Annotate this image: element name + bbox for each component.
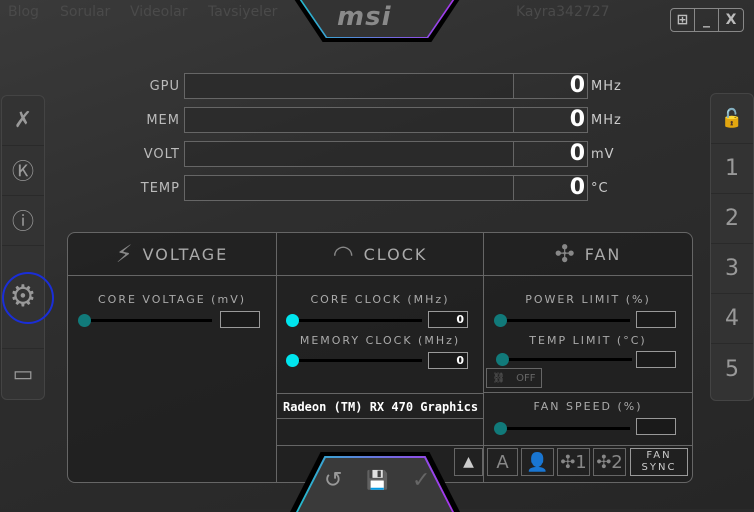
apply-button[interactable]: ✓	[412, 468, 431, 493]
fan-section: ✣ FAN POWER LIMIT (%) TEMP LIMIT (°C) ⛓ OF…	[484, 233, 692, 482]
minimize-button[interactable]: _	[695, 9, 719, 31]
slider-knob[interactable]	[286, 314, 299, 327]
voltage-section: ⚡ VOLTAGE CORE VOLTAGE (mV)	[68, 233, 277, 482]
msi-logo: msi	[337, 2, 392, 32]
divider	[277, 445, 483, 446]
temp-limit-slider[interactable]	[496, 353, 632, 366]
monitor-icon[interactable]: ▭	[12, 361, 34, 387]
profile-4-button[interactable]: 4	[711, 294, 753, 344]
monitor-value: 0	[514, 141, 588, 167]
fan-speed-label: FAN SPEED (%)	[533, 400, 643, 413]
profile-1-button[interactable]: 1	[711, 144, 753, 194]
slider-knob[interactable]	[286, 354, 299, 367]
clock-header: ◠ CLOCK	[277, 233, 483, 276]
bg-text: Videolar	[130, 4, 188, 20]
slider-knob[interactable]	[496, 353, 509, 366]
monitor-bar	[184, 175, 514, 201]
slider-knob[interactable]	[78, 314, 91, 327]
oc-scanner-icon[interactable]: ✗	[2, 96, 44, 146]
link-state: OFF	[516, 372, 536, 384]
bottom-frame-inner	[298, 458, 452, 512]
memory-clock-label: MEMORY CLOCK (MHz)	[299, 334, 461, 347]
speedometer-icon: ◠	[332, 240, 356, 268]
control-panel: ⚡ VOLTAGE CORE VOLTAGE (mV) ◠ CLOCK CORE C…	[67, 232, 693, 483]
highlight-circle	[2, 271, 54, 324]
temp-limit-label: TEMP LIMIT (°C)	[529, 334, 647, 347]
fan-title: FAN	[584, 244, 622, 264]
core-clock-slider[interactable]	[286, 314, 422, 327]
monitor-unit: mV	[591, 146, 615, 162]
voltage-header: ⚡ VOLTAGE	[68, 233, 276, 276]
settings-icon[interactable]: ⚙	[2, 246, 54, 350]
bg-text: Sorular	[60, 4, 111, 20]
slider-knob[interactable]	[494, 314, 507, 327]
save-button[interactable]: 💾	[366, 470, 389, 491]
profile-5-button[interactable]: 5	[725, 356, 739, 382]
power-limit-input[interactable]	[636, 311, 676, 328]
logo-frame-inner	[299, 0, 455, 37]
fan-speed-slider[interactable]	[494, 422, 630, 435]
right-sidebar: 🔓 1 2 3 4 5	[710, 93, 754, 401]
core-voltage-label: CORE VOLTAGE (mV)	[97, 293, 247, 306]
fan-speed-input[interactable]	[636, 418, 676, 435]
temp-limit-input[interactable]	[636, 351, 676, 368]
clock-section: ◠ CLOCK CORE CLOCK (MHz) 0 MEMORY CLOCK (…	[277, 233, 484, 482]
profile-3-button[interactable]: 3	[711, 244, 753, 294]
core-voltage-input[interactable]	[220, 311, 260, 328]
memory-clock-slider[interactable]	[286, 354, 422, 367]
power-limit-label: POWER LIMIT (%)	[525, 293, 651, 306]
divider	[484, 445, 692, 446]
monitor-bar	[184, 73, 514, 99]
slider-knob[interactable]	[494, 422, 507, 435]
monitor-value: 0	[514, 73, 588, 99]
left-sidebar: ✗ Ⓚ ⓘ ⚙ ▭	[1, 95, 54, 400]
monitor-value: 0	[514, 175, 588, 201]
voltage-title: VOLTAGE	[142, 244, 229, 264]
monitor-label: GPU	[149, 78, 180, 94]
monitor-label: VOLT	[143, 146, 180, 162]
link-icon: ⛓	[492, 372, 506, 384]
info-icon[interactable]: ⓘ	[2, 196, 44, 246]
auto-fan-button[interactable]: A	[487, 448, 518, 476]
windows-icon-button[interactable]: ⊞	[671, 9, 695, 31]
kombustor-icon[interactable]: Ⓚ	[2, 146, 44, 196]
bg-text: Tavsiyeler	[208, 4, 278, 20]
fan2-button[interactable]: ✣2	[593, 448, 626, 476]
memory-clock-input[interactable]: 0	[428, 352, 468, 369]
monitor-label: TEMP	[140, 180, 180, 196]
bg-text: Blog	[8, 4, 39, 20]
link-toggle[interactable]: ⛓ OFF	[486, 368, 542, 388]
clock-title: CLOCK	[363, 244, 428, 264]
bg-text: Kayra342727	[516, 4, 610, 20]
monitor-value: 0	[514, 107, 588, 133]
lock-icon[interactable]: 🔓	[711, 94, 753, 144]
monitor-label: MEM	[146, 112, 180, 128]
lightning-icon: ⚡	[115, 240, 135, 268]
divider	[484, 392, 692, 393]
monitor-unit: MHz	[591, 78, 622, 94]
power-limit-slider[interactable]	[494, 314, 630, 327]
close-button[interactable]: X	[725, 12, 737, 28]
core-clock-label: CORE CLOCK (MHz)	[310, 293, 450, 306]
fan-sync-button[interactable]: FAN SYNC	[630, 448, 688, 476]
fan-icon: ✣	[554, 240, 577, 268]
monitor-temp: TEMP 0°C	[100, 175, 609, 201]
reset-button[interactable]: ↺	[324, 468, 343, 493]
fan-header: ✣ FAN	[484, 233, 692, 276]
user-fan-button[interactable]: 👤	[521, 448, 554, 476]
monitor-bar	[184, 107, 514, 133]
expand-button[interactable]: ▲	[454, 448, 483, 476]
monitor-unit: °C	[591, 180, 609, 196]
fan1-button[interactable]: ✣1	[557, 448, 590, 476]
core-clock-input[interactable]: 0	[428, 311, 468, 328]
monitor-bar	[184, 141, 514, 167]
gpu-name: Radeon (TM) RX 470 Graphics	[277, 393, 483, 419]
window-controls: ⊞ _ X	[670, 8, 744, 32]
monitor-unit: MHz	[591, 112, 622, 128]
profile-2-button[interactable]: 2	[711, 194, 753, 244]
core-voltage-slider[interactable]	[78, 314, 212, 327]
